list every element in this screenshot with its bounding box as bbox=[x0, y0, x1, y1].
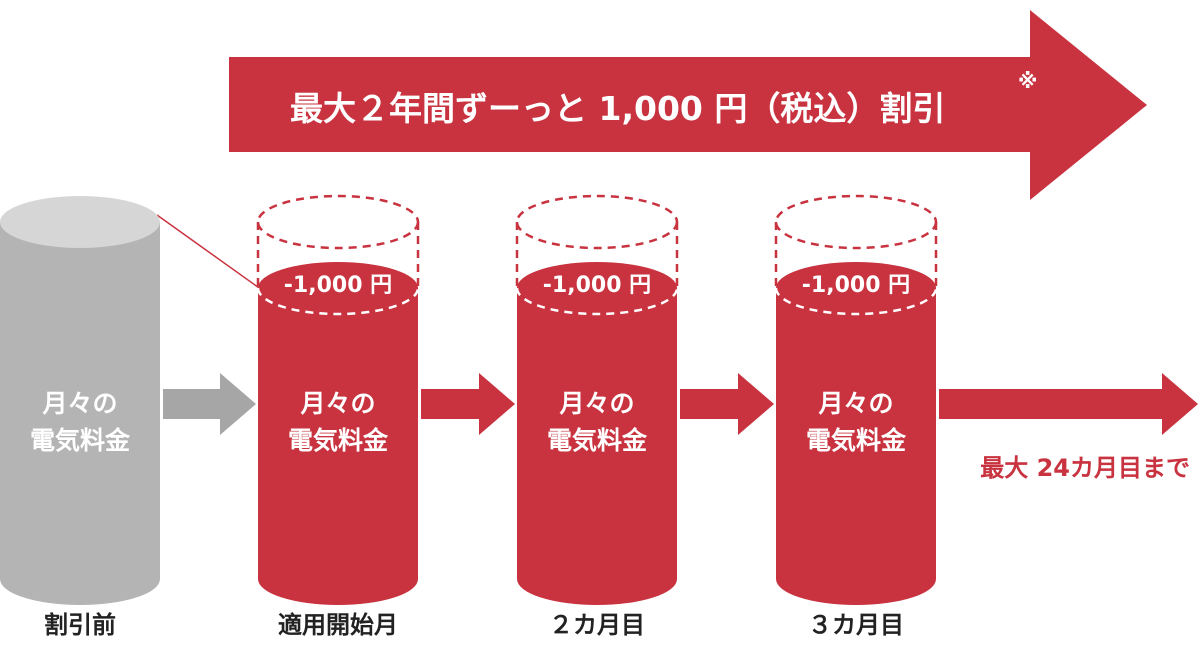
month-1-caption: 適用開始月 bbox=[278, 611, 398, 639]
banner-text: 最大２年間ずーっと 1,000 円（税込）割引 bbox=[290, 89, 945, 128]
cylinder-month-2 bbox=[515, 194, 679, 605]
month-3-discount: -1,000 円 bbox=[802, 273, 910, 298]
continuation-arrow bbox=[939, 373, 1198, 435]
month-3-caption: ３カ月目 bbox=[808, 611, 904, 639]
red-arrow-2 bbox=[680, 373, 774, 435]
continuation-text: 最大 24カ月目まで bbox=[980, 454, 1190, 482]
month-3-label-line1: 月々の bbox=[817, 389, 893, 418]
cylinder-month-1 bbox=[256, 194, 420, 605]
before-caption: 割引前 bbox=[44, 611, 116, 639]
banner-arrow bbox=[229, 10, 1147, 200]
month-2-caption: ２カ月目 bbox=[549, 611, 645, 639]
month-1-label-line2: 電気料金 bbox=[288, 426, 389, 455]
note-mark: ※ bbox=[1018, 69, 1037, 93]
month-1-label-line1: 月々の bbox=[299, 389, 375, 418]
month-2-label-line2: 電気料金 bbox=[547, 426, 648, 455]
before-label-line1: 月々の bbox=[41, 389, 117, 418]
connector-line bbox=[156, 214, 263, 291]
month-2-label-line1: 月々の bbox=[558, 389, 634, 418]
cylinder-month-3 bbox=[774, 194, 938, 605]
grey-arrow bbox=[163, 373, 256, 435]
cylinder-before bbox=[0, 196, 160, 605]
before-label-line2: 電気料金 bbox=[30, 426, 131, 455]
month-2-discount: -1,000 円 bbox=[543, 273, 651, 298]
month-1-discount: -1,000 円 bbox=[284, 273, 392, 298]
red-arrow-1 bbox=[421, 373, 515, 435]
month-3-label-line2: 電気料金 bbox=[806, 426, 907, 455]
